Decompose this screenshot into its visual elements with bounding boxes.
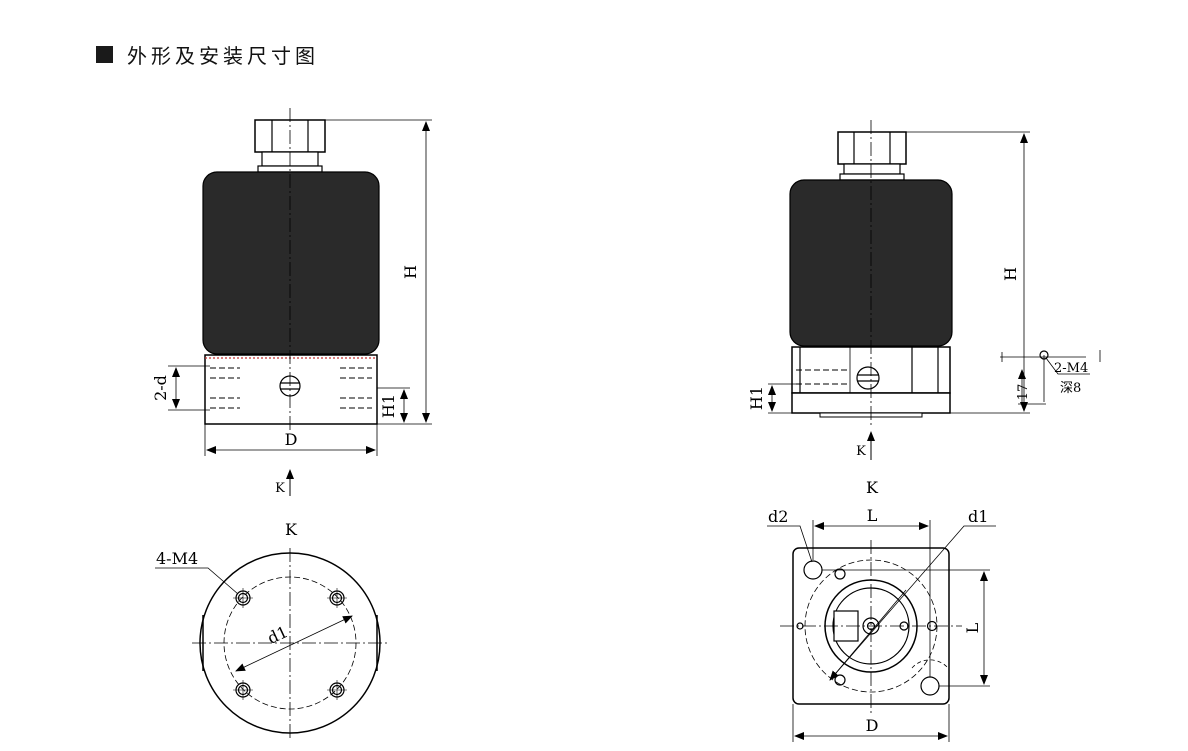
right-side-screw [856, 366, 880, 390]
right-label-d1: d1 [968, 507, 988, 526]
bullet-square-icon [96, 45, 113, 63]
right-label-K-arrow: K [856, 444, 866, 459]
left-label-K-view: K [285, 520, 298, 539]
left-label-4M4: 4-M4 [156, 549, 198, 568]
left-label-H1: H1 [379, 394, 398, 418]
right-front-view [768, 120, 1101, 460]
right-label-H1: H1 [747, 386, 766, 410]
left-label-H: H [401, 265, 420, 279]
left-bottom-view [155, 548, 390, 740]
left-front-view [168, 108, 432, 496]
right-label-L-side: L [963, 622, 982, 633]
right-hex-nut [837, 131, 907, 165]
right-d2-hole-bottom [920, 676, 940, 696]
right-label-depth: 深8 [1060, 381, 1081, 396]
left-label-D: D [285, 430, 298, 449]
section-title: 外形及安装尺寸图 [127, 43, 319, 68]
right-label-d2: d2 [768, 507, 788, 526]
left-label-K-arrow: K [275, 481, 285, 496]
right-label-K-view: K [866, 478, 879, 497]
right-d2-hole-top [803, 560, 823, 580]
left-body [202, 171, 380, 355]
right-label-2M4: 2-M4 [1054, 361, 1088, 376]
right-label-D: D [866, 716, 879, 735]
right-label-17: 17 [1016, 384, 1031, 401]
right-label-L-top: L [867, 506, 878, 525]
section-header: 外形及安装尺寸图 [96, 40, 319, 68]
left-label-2d: 2-d [151, 375, 170, 401]
left-label-d1: d1 [264, 622, 291, 648]
right-label-H: H [1001, 267, 1020, 281]
right-bottom-view [767, 520, 996, 742]
